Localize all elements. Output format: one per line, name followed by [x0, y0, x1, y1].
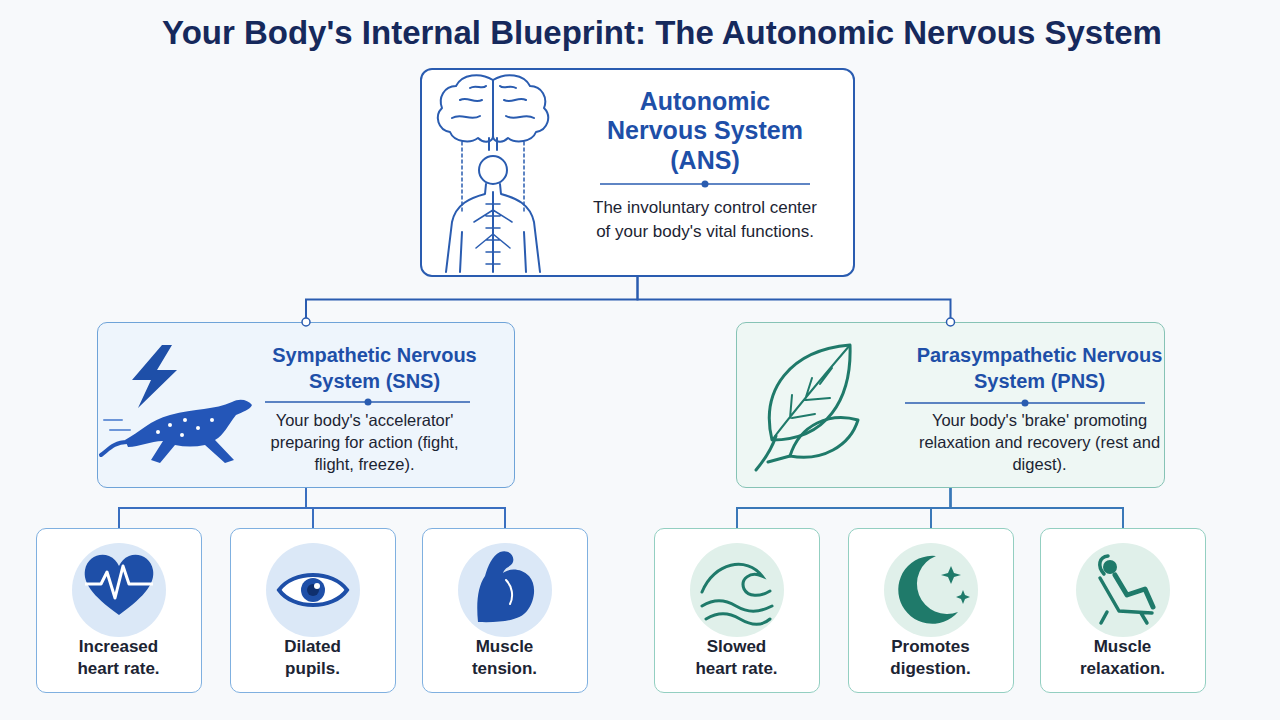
effect-label: Slowed heart rate.: [685, 636, 789, 680]
tree-connector: [638, 277, 951, 322]
effect-label: Muscle relaxation.: [1071, 636, 1175, 680]
effect-label: Increased heart rate.: [67, 636, 171, 680]
node-heading: Parasympathetic Nervous System (PNS): [910, 342, 1170, 394]
node-body: Your body's 'brake' promoting relaxation…: [910, 409, 1170, 476]
node-heading: Autonomic Nervous System (ANS): [600, 87, 810, 175]
effect-box: Slowed heart rate.: [654, 528, 820, 693]
tree-connector: [119, 488, 306, 528]
effect-box: Muscle tension.: [422, 528, 588, 693]
effect-label: Promotes digestion.: [879, 636, 983, 680]
node-body: The involuntary control center of your b…: [590, 196, 820, 244]
title: Your Body's Internal Blueprint: The Auto…: [44, 14, 1280, 52]
effect-label: Muscle tension.: [453, 636, 557, 680]
tree-connector: [306, 488, 505, 528]
tree-connector: [737, 488, 951, 528]
tree-connector: [931, 488, 951, 528]
effect-label: Dilated pupils.: [261, 636, 365, 680]
effect-box: Dilated pupils.: [230, 528, 396, 693]
effect-box: Muscle relaxation.: [1040, 528, 1206, 693]
branch-box: Sympathetic Nervous System (SNS) Your bod…: [97, 322, 515, 488]
tree-connector: [951, 488, 1124, 528]
effect-box: Increased heart rate.: [36, 528, 202, 693]
effect-box: Promotes digestion.: [848, 528, 1014, 693]
branch-box: Parasympathetic Nervous System (PNS)Your…: [736, 322, 1165, 488]
node-body: Your body's 'accelerator' preparing for …: [255, 409, 475, 476]
tree-connector: [306, 277, 638, 322]
system-box: Autonomic Nervous System (ANS) The involu…: [420, 68, 855, 277]
node-heading: Sympathetic Nervous System (SNS): [255, 342, 495, 394]
